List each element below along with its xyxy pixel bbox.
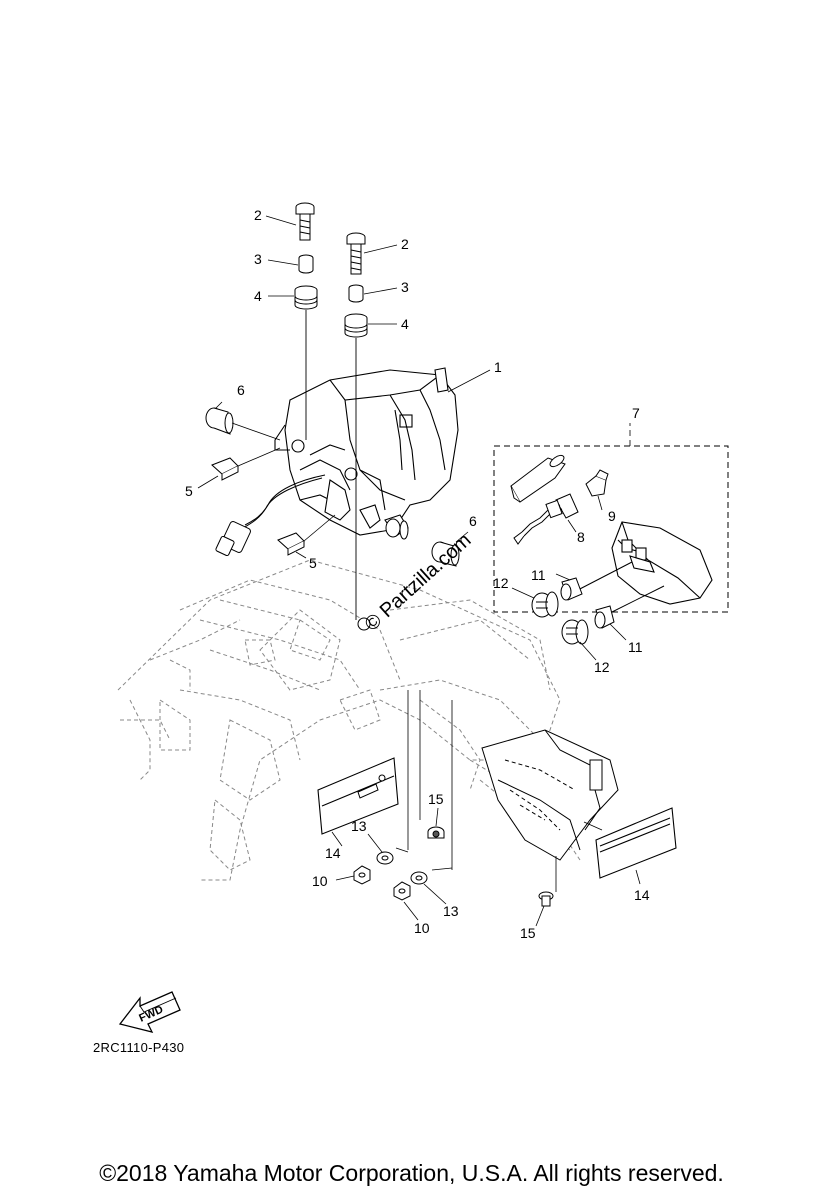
callout-3: 3 — [254, 251, 262, 267]
callout-12: 12 — [493, 575, 509, 591]
callout-8: 8 — [577, 529, 585, 545]
grommet-6-mounted — [385, 518, 409, 540]
callout-12: 12 — [594, 659, 610, 675]
reflector-stud — [357, 774, 386, 799]
callout-10: 10 — [414, 920, 430, 936]
callout-9: 9 — [608, 508, 616, 524]
washer-13-left — [376, 851, 394, 865]
callout-11: 11 — [531, 567, 546, 583]
leader-6a — [231, 422, 281, 441]
callout-5: 5 — [309, 555, 317, 571]
copyright-notice: ©2018 Yamaha Motor Corporation, U.S.A. A… — [99, 1160, 724, 1186]
nut-11-lower — [594, 605, 615, 629]
callout-labels: 2 3 4 2 3 4 1 6 5 5 6 7 9 8 11 12 11 12 … — [185, 207, 650, 941]
bulb-9 — [585, 469, 609, 497]
wiring-harness — [215, 474, 326, 557]
callout-1: 1 — [494, 359, 502, 375]
callout-11: 11 — [628, 639, 643, 655]
bolt-left — [295, 202, 315, 241]
callout-2: 2 — [254, 207, 262, 223]
callout-4: 4 — [254, 288, 262, 304]
nut-10-left — [353, 865, 371, 885]
clip-nut-5-lower — [277, 532, 305, 556]
leader-5b — [303, 514, 336, 542]
grommet-right — [344, 313, 368, 338]
washer-13-right — [410, 871, 428, 885]
rear-frame-outline — [117, 559, 581, 881]
screw-15-right — [538, 891, 554, 907]
fwd-direction-arrow: FWD — [118, 991, 181, 1033]
damper-12-lower — [561, 619, 589, 645]
callout-14: 14 — [634, 887, 650, 903]
callout-4: 4 — [401, 316, 409, 332]
bolt-right — [346, 232, 366, 275]
socket-cord-8 — [513, 493, 579, 545]
watermark-text: © Partzilla.com — [361, 529, 476, 636]
callout-13: 13 — [351, 818, 367, 834]
leader-lines — [197, 215, 641, 927]
leader-5a — [237, 447, 281, 467]
grommet-6-right — [431, 541, 460, 567]
mud-flap-bracket — [481, 729, 619, 861]
mount-point-right — [357, 617, 371, 631]
reflector-14-right — [595, 807, 677, 879]
clip-nut-5-upper — [211, 457, 239, 481]
grommet-left — [294, 285, 318, 310]
callout-14: 14 — [325, 845, 341, 861]
callout-15: 15 — [520, 925, 536, 941]
signal-stems — [573, 561, 665, 615]
nut-11-upper — [560, 577, 583, 601]
callout-2: 2 — [401, 236, 409, 252]
turn-signal-lens — [611, 521, 713, 605]
bulb-holder — [510, 454, 566, 503]
nut-15-left — [427, 826, 445, 839]
callout-13: 13 — [443, 903, 459, 919]
grommet-6-left — [205, 407, 234, 435]
callout-7: 7 — [632, 405, 640, 421]
callout-10: 10 — [312, 873, 328, 889]
callout-6: 6 — [237, 382, 245, 398]
callout-3: 3 — [401, 279, 409, 295]
collar-right — [348, 284, 364, 303]
callout-6: 6 — [469, 513, 477, 529]
tail-light-housing — [274, 367, 459, 537]
callout-5: 5 — [185, 483, 193, 499]
bracket-lines — [395, 690, 453, 871]
collar-left — [298, 254, 314, 274]
diagram-reference-code: 2RC1110-P430 — [93, 1040, 185, 1055]
nut-10-right — [393, 881, 411, 901]
callout-15: 15 — [428, 791, 444, 807]
damper-12-upper — [531, 591, 559, 618]
